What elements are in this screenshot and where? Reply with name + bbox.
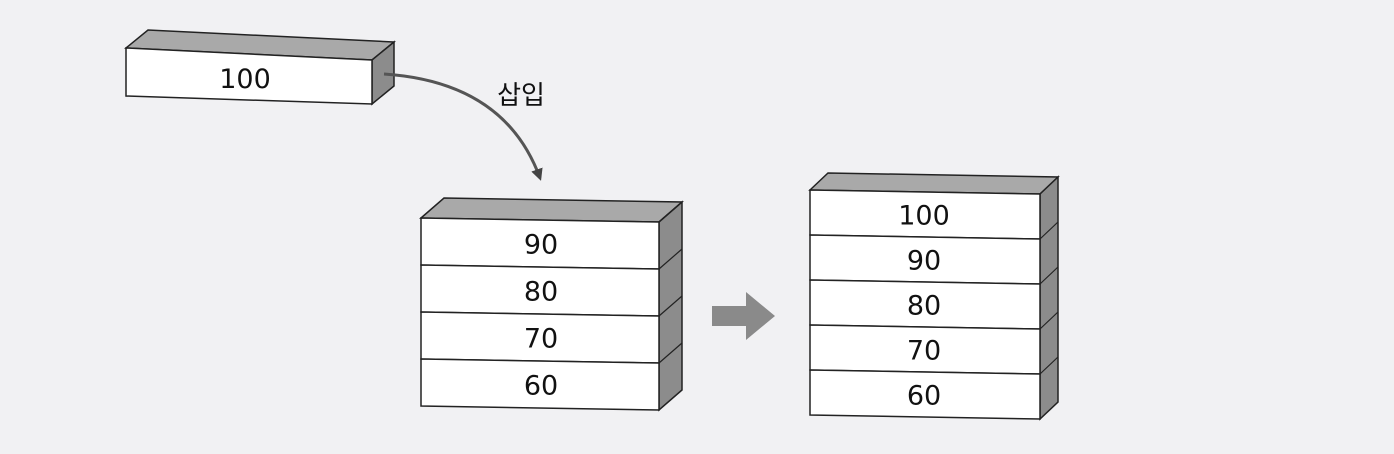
stack-block-edge — [658, 295, 683, 317]
stack-block-edge — [658, 248, 683, 270]
stack-block-edge — [658, 201, 683, 223]
insert-block-label: 100 — [219, 64, 271, 95]
stack-block-label: 100 — [898, 201, 950, 232]
insert-block: 100 — [124, 29, 396, 106]
insert-arrow — [383, 72, 543, 181]
stack-after: 100 90 80 70 60 — [808, 172, 1060, 421]
stack-block-label: 80 — [524, 277, 558, 308]
insert-label: 삽입 — [497, 81, 545, 111]
stack-block-edge — [658, 342, 683, 364]
stack-block-edge — [1039, 266, 1059, 285]
stack-side — [1039, 175, 1059, 421]
stack-block-label: 80 — [907, 291, 941, 322]
stack-block-label: 70 — [907, 336, 941, 367]
stack-block-label: 60 — [524, 371, 558, 402]
stack-block-label: 90 — [524, 230, 558, 261]
stack-block — [809, 369, 1041, 420]
transition-arrow — [712, 292, 775, 340]
insert-block-face — [125, 47, 373, 105]
stack-block-label: 60 — [907, 381, 941, 412]
stack-block-edge — [1039, 176, 1059, 195]
stack-block-edge — [1039, 356, 1059, 375]
stack-block-edge — [1039, 311, 1059, 330]
stack-before: 90 80 70 60 — [419, 197, 684, 412]
stack-block — [420, 358, 660, 411]
stack-block-label: 90 — [907, 246, 941, 277]
stack-block-label: 70 — [524, 324, 558, 355]
stack-block-edge — [1039, 221, 1059, 240]
